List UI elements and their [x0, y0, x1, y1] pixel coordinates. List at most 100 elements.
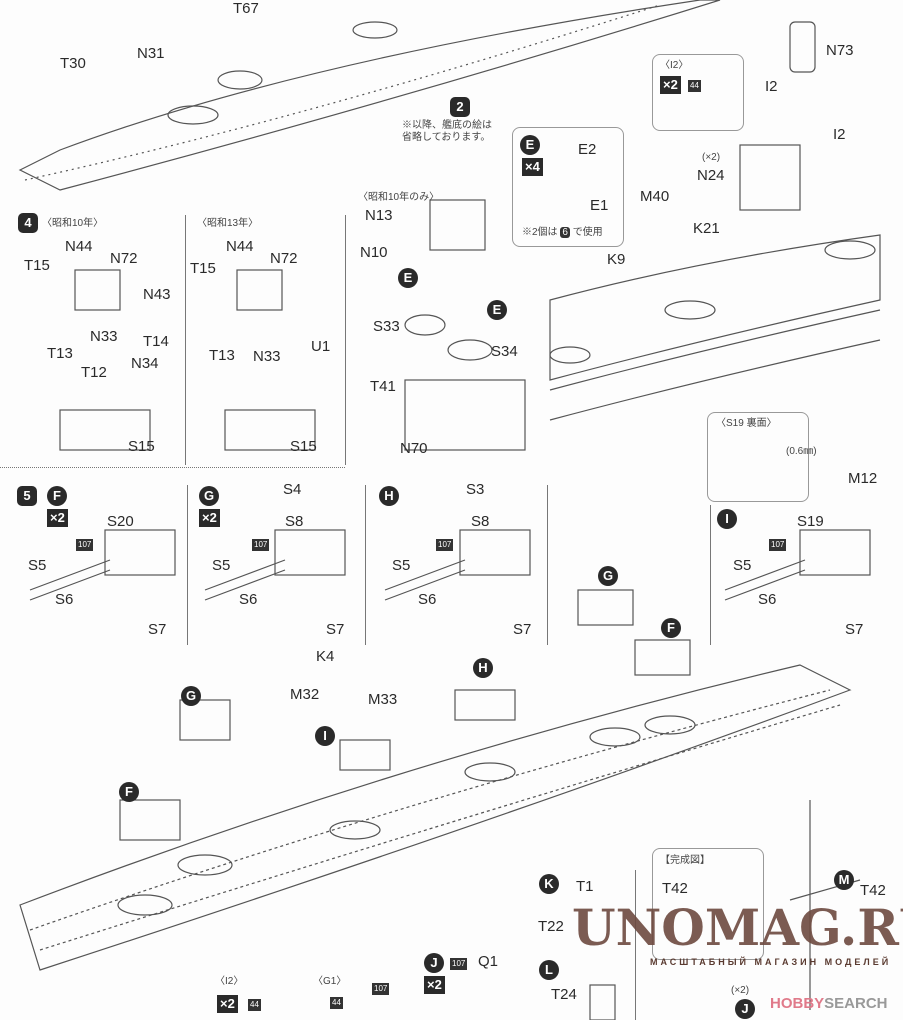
divider — [185, 215, 186, 465]
part-label: T41 — [370, 378, 396, 395]
part-label: S6 — [418, 591, 437, 608]
part-number: 44 — [330, 997, 343, 1009]
part-label: S19 — [797, 513, 824, 530]
part-label: N33 — [90, 328, 118, 345]
part-label: N34 — [131, 355, 159, 372]
watermark-logo: UNOMAG.RU — [572, 898, 903, 957]
part-label: T42 — [662, 880, 688, 897]
part-label: T30 — [60, 55, 86, 72]
i2-box — [652, 54, 744, 131]
subassembly-badge: H — [473, 658, 493, 678]
part-number: 107 — [252, 539, 270, 551]
subassembly-badge: M — [834, 870, 854, 890]
subassembly-badge: H — [379, 486, 399, 506]
multiplier: ×2 — [217, 995, 238, 1013]
right-hull — [549, 234, 881, 381]
part-label: E1 — [590, 197, 609, 214]
variant-title: 〈昭和10年のみ〉 — [358, 192, 440, 203]
part-label: S6 — [55, 591, 74, 608]
part-label: S8 — [471, 513, 490, 530]
hobby-text: HOBBY — [770, 995, 825, 1012]
part-label: I2 — [765, 78, 778, 95]
part-label: S15 — [128, 438, 155, 455]
variant-title: 〈昭和10年〉 — [42, 218, 104, 229]
step-badge: 2 — [450, 97, 470, 117]
part-label: N73 — [826, 42, 854, 59]
completed-view-box — [652, 848, 764, 960]
part-label: M12 — [848, 470, 878, 487]
part-number: 107 — [769, 539, 787, 551]
part-label: S8 — [285, 513, 304, 530]
part-label: U1 — [311, 338, 331, 355]
part-label: N33 — [253, 348, 281, 365]
subassembly-badge: J — [424, 953, 444, 973]
part-label: S5 — [733, 557, 752, 574]
quantity: (×2) — [702, 152, 721, 163]
part-label: I2 — [833, 126, 846, 143]
part-label: T14 — [143, 333, 169, 350]
box-title: 〈I2〉 — [660, 60, 689, 71]
note: ※2個は 6 で使用 — [522, 227, 603, 239]
part-label: S6 — [239, 591, 258, 608]
divider — [345, 215, 346, 465]
watermark-subtitle: МАСШТАБНЫЙ МАГАЗИН МОДЕЛЕЙ — [650, 957, 892, 967]
subassembly-badge: E — [487, 300, 507, 320]
subassembly-badge: G — [598, 566, 618, 586]
step-badge: 4 — [18, 213, 38, 233]
part-number: 44 — [248, 999, 261, 1011]
subassembly-badge: F — [119, 782, 139, 802]
step-ref: 6 — [560, 227, 570, 238]
subassembly-badge: G — [181, 686, 201, 706]
part-label: Q1 — [478, 953, 499, 970]
divider — [710, 505, 711, 645]
box-title: 〈S19 裏面〉 — [716, 418, 777, 429]
part-label: T1 — [576, 878, 594, 895]
part-label: N31 — [137, 45, 165, 62]
part-label: K4 — [316, 648, 335, 665]
box-title: 〈G1〉 — [313, 976, 347, 987]
part-label: N44 — [65, 238, 93, 255]
part-number: 44 — [688, 80, 701, 92]
box-title: 〈I2〉 — [215, 976, 244, 987]
subassembly-badge: E — [520, 135, 540, 155]
part-label: S7 — [148, 621, 167, 638]
search-text: SEARCH — [824, 995, 888, 1012]
subassembly-badge: I — [315, 726, 335, 746]
part-label: N72 — [270, 250, 298, 267]
part-label: T15 — [190, 260, 216, 277]
subassembly-badge: E — [398, 268, 418, 288]
variant-title: 〈昭和13年〉 — [197, 218, 259, 229]
part-number: 107 — [76, 539, 94, 551]
part-label: S5 — [392, 557, 411, 574]
multiplier: ×2 — [47, 509, 68, 527]
part-label: M40 — [640, 188, 670, 205]
part-label: N72 — [110, 250, 138, 267]
note-text: で使用 — [572, 227, 603, 238]
divider — [365, 485, 366, 645]
subassembly-badge: F — [661, 618, 681, 638]
part-label: N24 — [697, 167, 725, 184]
part-label: S4 — [283, 481, 302, 498]
part-label: S7 — [326, 621, 345, 638]
part-number: 107 — [372, 983, 390, 995]
part-label: N43 — [143, 286, 171, 303]
divider — [635, 870, 636, 1020]
part-label: S33 — [373, 318, 400, 335]
subassembly-badge: F — [47, 486, 67, 506]
part-label: S34 — [491, 343, 518, 360]
part-label: T13 — [209, 347, 235, 364]
part-label: S7 — [845, 621, 864, 638]
part-label: S5 — [212, 557, 231, 574]
part-label: N13 — [365, 207, 393, 224]
multiplier: ×2 — [424, 976, 445, 994]
part-label: N10 — [360, 244, 388, 261]
drill-size: (0.6㎜) — [786, 446, 817, 457]
part-label: E2 — [578, 141, 597, 158]
part-label: K21 — [693, 220, 720, 237]
multiplier: ×2 — [199, 509, 220, 527]
part-label: S20 — [107, 513, 134, 530]
note: ※以降、艦底の絵は省略しております。 — [402, 120, 492, 143]
subassembly-badge: G — [199, 486, 219, 506]
part-label: M32 — [290, 686, 320, 703]
